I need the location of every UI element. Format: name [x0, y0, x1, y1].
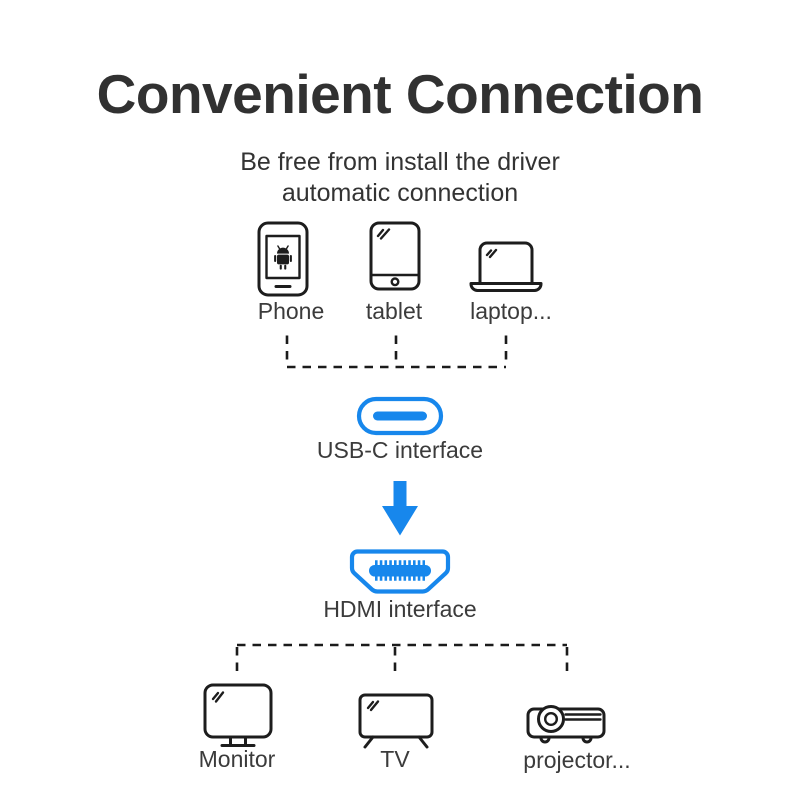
monitor-icon: [203, 683, 273, 747]
projector-lens: [537, 705, 565, 733]
top-dashed-connector: [285, 335, 508, 369]
subtitle-line-2: automatic connection: [281, 179, 519, 207]
source-device-label: Phone: [257, 298, 325, 324]
output-device-label: projector...: [523, 747, 631, 773]
tablet-icon: [369, 221, 421, 291]
hdmi-port-icon: [349, 549, 451, 594]
down-arrow-icon: [382, 481, 418, 536]
bottom-dashed-connector: [235, 643, 569, 676]
usb-c-port-icon: [356, 396, 444, 436]
usb-c-interface-label: USB-C interface: [316, 437, 484, 463]
projector-icon: [526, 705, 606, 744]
subtitle-line-1: Be free from install the driver: [240, 148, 560, 176]
output-device-label: TV: [380, 746, 410, 772]
subtitle: Be free from install the driver automati…: [240, 147, 560, 209]
tv-icon: [358, 693, 434, 749]
source-device-label: tablet: [365, 298, 423, 324]
page-title: Convenient Connection: [96, 63, 704, 125]
laptop-icon: [469, 241, 543, 292]
android-robot-glyph: [274, 245, 292, 270]
hdmi-interface-label: HDMI interface: [323, 596, 477, 622]
android-phone-icon: [257, 221, 309, 297]
output-device-label: Monitor: [198, 746, 276, 772]
source-device-label: laptop...: [470, 298, 552, 324]
